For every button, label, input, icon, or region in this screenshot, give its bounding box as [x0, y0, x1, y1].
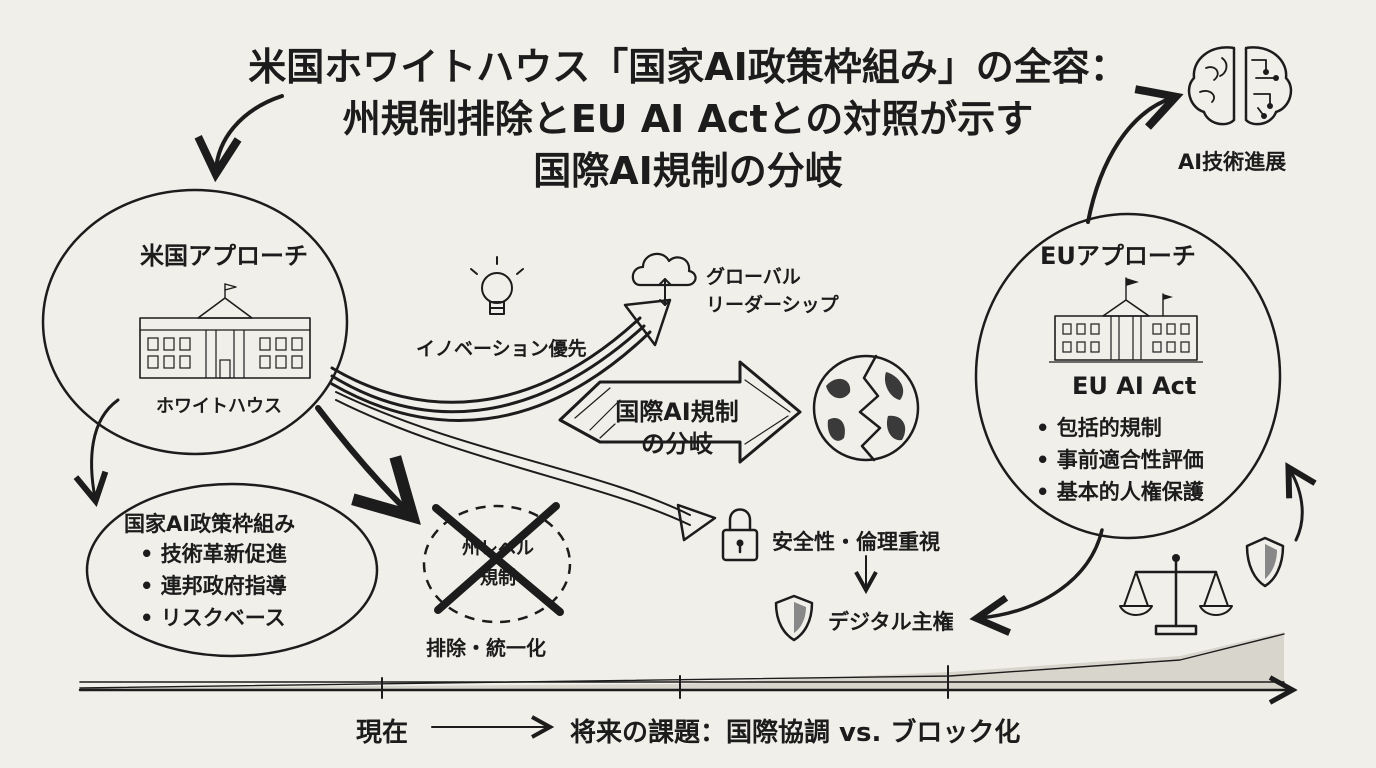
framework-item: 技術革新促進 [140, 538, 287, 570]
divergence-arrow [558, 360, 802, 464]
ai-progress-label: AI技術進展 [1178, 150, 1287, 174]
globe-cracked-icon [812, 354, 920, 462]
innovation-arrowhead [623, 298, 672, 347]
us-approach-circle [41, 188, 349, 456]
brain-circuit-icon [1187, 46, 1293, 126]
framework-ellipse [85, 482, 379, 658]
us-approach-heading: 米国アプローチ [140, 242, 308, 270]
timeline-now-label: 現在 [356, 718, 409, 748]
white-house-icon [139, 283, 311, 379]
eu-approach-circle [974, 212, 1282, 540]
title-to-us-arrow [216, 94, 284, 170]
scales-to-eu-arrow [1290, 470, 1302, 542]
page-title-line1: 米国ホワイトハウス「国家AI政策枠組み」の全容： [248, 45, 1128, 89]
eu-item: 基本的人権保護 [1036, 476, 1204, 508]
safety-arrowhead [676, 503, 717, 542]
eu-approach-heading: EUアプローチ [1040, 242, 1196, 270]
state-regulation-circle [422, 504, 572, 624]
global-leadership-line2: リーダーシップ [706, 294, 839, 316]
eu-parliament-icon [1049, 277, 1203, 363]
eu-ai-act-title: EU AI Act [1072, 372, 1197, 400]
us-to-framework-arrow [92, 398, 120, 498]
eu-to-ai-progress-arrow [1086, 98, 1172, 224]
divergence-label-line1: 国際AI規制 [615, 398, 739, 426]
scales-icon [1119, 554, 1233, 636]
eu-item: 事前適合性評価 [1036, 444, 1204, 476]
us-to-state-arrow [315, 405, 408, 512]
global-leadership-line1: グローバル [706, 266, 801, 288]
framework-list: 技術革新促進 連邦政府指導 リスクベース [140, 538, 287, 634]
lock-icon [721, 508, 759, 562]
cross-out-icon [432, 502, 564, 616]
cloud-sync-icon [631, 252, 697, 306]
timeline-band [78, 632, 1290, 698]
framework-item: リスクベース [140, 602, 287, 634]
divergence-label-line2: の分岐 [641, 430, 713, 458]
shield-icon [774, 594, 814, 642]
eu-shield-icon [1245, 536, 1285, 588]
white-house-label: ホワイトハウス [156, 396, 282, 417]
state-regulation-label-line2: 規制 [480, 568, 516, 589]
eu-to-sovereignty-arrow [980, 528, 1104, 618]
innovation-priority-label: イノベーション優先 [416, 338, 587, 360]
digital-sovereignty-label: デジタル主権 [828, 610, 954, 634]
divergence-hatching [574, 379, 791, 445]
lightbulb-icon [470, 256, 524, 315]
us-sweep-lines [330, 316, 691, 526]
eu-item: 包括的規制 [1036, 412, 1204, 444]
page-title-line2: 州規制排除とEU AI Actとの対照が示す [342, 97, 1034, 141]
page-title-line3: 国際AI規制の分岐 [533, 149, 843, 193]
framework-title: 国家AI政策枠組み [124, 512, 296, 536]
eu-items-list: 包括的規制 事前適合性評価 基本的人権保護 [1036, 412, 1204, 508]
state-regulation-label-line1: 州レベル [462, 538, 534, 559]
timeline-future-label: 将来の課題：国際協調 vs. ブロック化 [570, 718, 1021, 748]
framework-item: 連邦政府指導 [140, 570, 287, 602]
safety-ethics-label: 安全性・倫理重視 [772, 530, 940, 554]
state-regulation-caption: 排除・統一化 [426, 636, 546, 660]
